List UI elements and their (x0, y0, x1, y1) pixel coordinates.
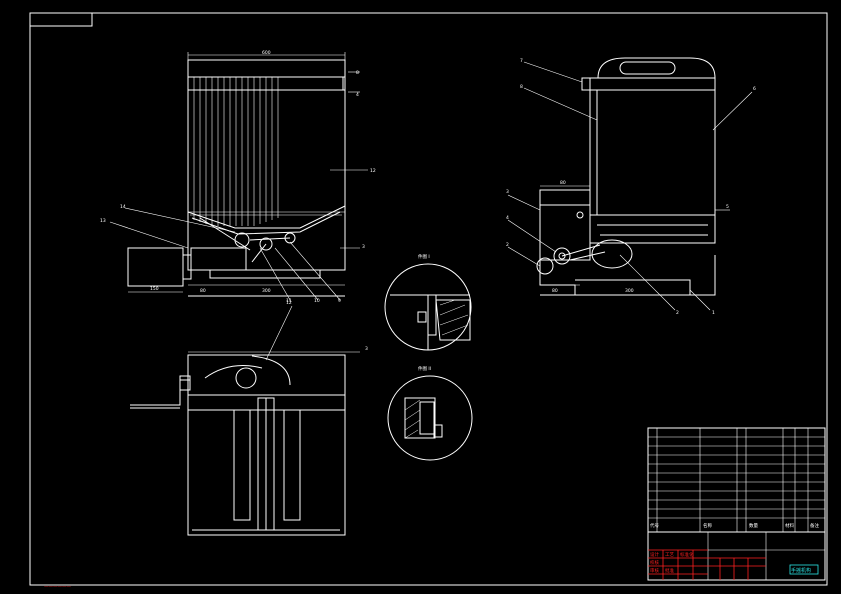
svg-text:1: 1 (712, 310, 715, 316)
svg-text:4: 4 (356, 92, 359, 98)
svg-text:3: 3 (365, 346, 368, 352)
header-cell-material: 材料 (785, 522, 794, 529)
header-cell-name: 名称 (703, 522, 712, 529)
svg-text:2: 2 (506, 242, 509, 248)
header-cell-qty: 数量 (749, 522, 758, 529)
svg-text:300: 300 (262, 288, 271, 294)
svg-text:80: 80 (560, 180, 566, 186)
signature-approve: 批准 (665, 567, 674, 574)
detail-label-1: 件图 I (418, 253, 430, 260)
title-block: 设计 校核 审核 工艺 标准化 批准 手摇机构 (647, 531, 826, 581)
parts-list: 代号 名称 数量 材料 备注 (647, 427, 826, 533)
detail-label-2: 件图 II (418, 365, 431, 372)
svg-text:80: 80 (200, 288, 206, 294)
svg-text:12: 12 (370, 168, 376, 174)
sheet-border (29, 12, 828, 586)
vertical-slats (193, 77, 279, 226)
header-cell-note: 备注 (810, 522, 819, 529)
drawing-name: 手摇机构 (791, 567, 811, 574)
top-view: 3 12 (130, 300, 368, 536)
svg-text:7: 7 (520, 58, 523, 64)
footer-note: —————— (44, 585, 72, 590)
svg-text:150: 150 (150, 286, 159, 292)
signature-check: 校核 (650, 559, 659, 566)
detail-view-2: 件图 II (387, 365, 473, 461)
signature-standard: 标准化 (680, 551, 694, 558)
svg-text:10: 10 (314, 298, 320, 304)
signature-design: 设计 (650, 551, 659, 558)
svg-text:80: 80 (552, 288, 558, 294)
detail-view-1: 件图 I (384, 253, 472, 351)
svg-text:13: 13 (100, 218, 106, 224)
svg-text:2: 2 (676, 310, 679, 316)
svg-text:6: 6 (753, 86, 756, 92)
svg-text:3: 3 (362, 244, 365, 250)
svg-text:8: 8 (520, 84, 523, 90)
svg-text:12: 12 (286, 300, 292, 306)
signature-process: 工艺 (665, 552, 674, 558)
side-view: 80 300 80 7 8 6 5 3 4 2 2 1 (506, 57, 756, 316)
svg-text:5: 5 (726, 204, 729, 210)
svg-text:11: 11 (286, 298, 292, 304)
front-view: 600 (100, 50, 376, 304)
svg-text:300: 300 (625, 288, 634, 294)
signature-review: 审核 (650, 567, 659, 574)
svg-text:8: 8 (356, 70, 359, 76)
svg-text:14: 14 (120, 204, 126, 210)
svg-text:9: 9 (338, 298, 341, 304)
header-cell-code: 代号 (650, 522, 659, 529)
svg-text:4: 4 (506, 215, 509, 221)
svg-text:600: 600 (262, 50, 271, 56)
svg-text:3: 3 (506, 189, 509, 195)
